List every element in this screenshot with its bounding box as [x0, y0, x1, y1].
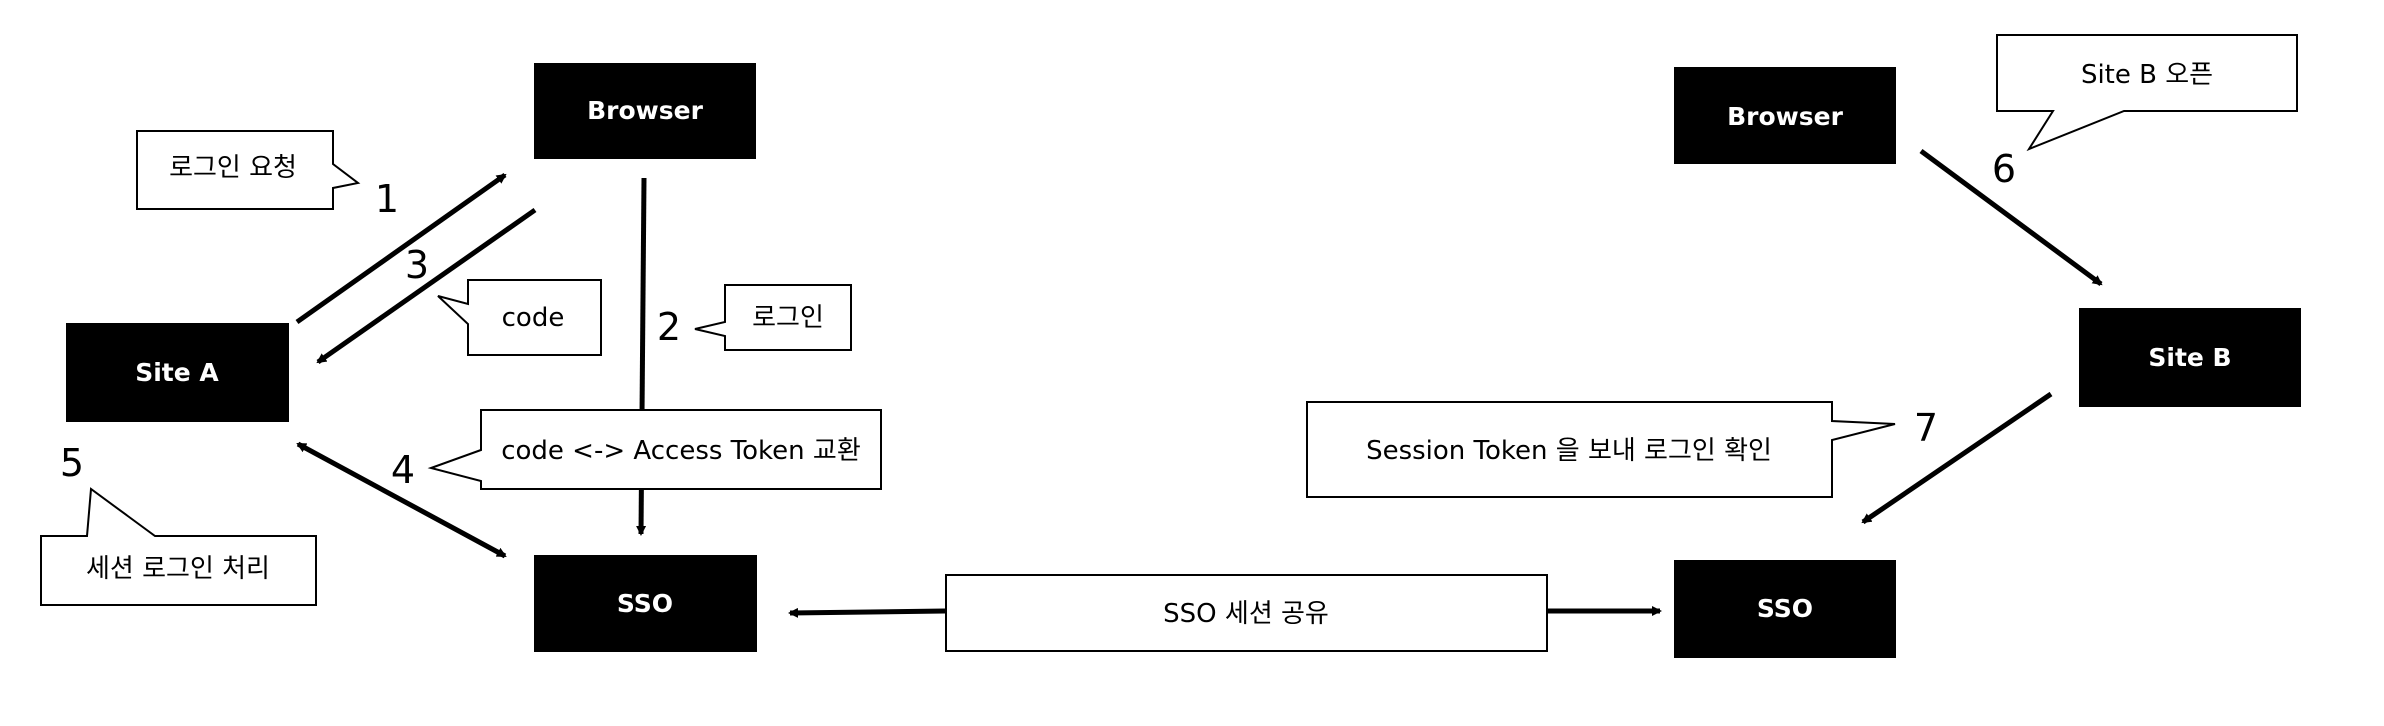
- callout-sso-session-share: SSO 세션 공유: [945, 574, 1548, 652]
- callout-text: Session Token 을 보내 로그인 확인: [1366, 436, 1772, 466]
- step-number-6: 6: [1992, 147, 2016, 191]
- node-label: Site B: [2148, 343, 2231, 372]
- node-browser-a: Browser: [534, 63, 756, 159]
- arrow-site-a-to-browser: [295, 172, 507, 325]
- node-label: SSO: [617, 589, 673, 618]
- node-label: SSO: [1757, 594, 1813, 623]
- callout-text: 로그인: [752, 303, 824, 333]
- node-label: Browser: [587, 96, 703, 125]
- callout-code: code: [437, 279, 602, 356]
- callout-token-exchange: code <-> Access Token 교환: [427, 409, 882, 490]
- arrow-share-to-sso-a: [788, 607, 946, 618]
- arrow-browser-b-to-site-b: [1919, 148, 2103, 287]
- callout-text: SSO 세션 공유: [1163, 599, 1329, 629]
- step-number-4: 4: [391, 448, 415, 492]
- node-sso-b: SSO: [1674, 560, 1896, 658]
- step-number-5: 5: [60, 441, 84, 485]
- callout-login-request: 로그인 요청: [136, 130, 361, 210]
- callout-session-token: Session Token 을 보내 로그인 확인: [1306, 401, 1896, 498]
- callout-text: code <-> Access Token 교환: [501, 436, 861, 466]
- node-label: Browser: [1727, 102, 1843, 131]
- callout-text: Site B 오픈: [2081, 60, 2213, 90]
- connectors: [295, 148, 2103, 618]
- callout-text: 로그인 요청: [169, 153, 297, 183]
- node-site-a: Site A: [66, 323, 289, 422]
- step-number-2: 2: [657, 305, 681, 349]
- step-numbers: 1 2 3 4 5 6 7: [60, 147, 2016, 492]
- callout-login: 로그인: [694, 284, 852, 351]
- callout-text: code: [502, 303, 565, 333]
- node-label: Site A: [135, 358, 219, 387]
- arrow-site-b-to-sso-b: [1861, 391, 2053, 525]
- node-site-b: Site B: [2079, 308, 2301, 407]
- step-number-7: 7: [1914, 406, 1938, 450]
- arrow-site-a-sso-bidirectional: [296, 441, 507, 559]
- step-number-3: 3: [405, 243, 429, 287]
- callout-session-login: 세션 로그인 처리: [40, 487, 317, 606]
- callout-site-b-open: Site B 오픈: [1996, 34, 2298, 152]
- callout-text: 세션 로그인 처리: [86, 554, 270, 584]
- arrow-browser-to-site-a: [316, 207, 537, 365]
- node-browser-b: Browser: [1674, 67, 1896, 164]
- node-sso-a: SSO: [534, 555, 757, 652]
- step-number-1: 1: [375, 177, 399, 221]
